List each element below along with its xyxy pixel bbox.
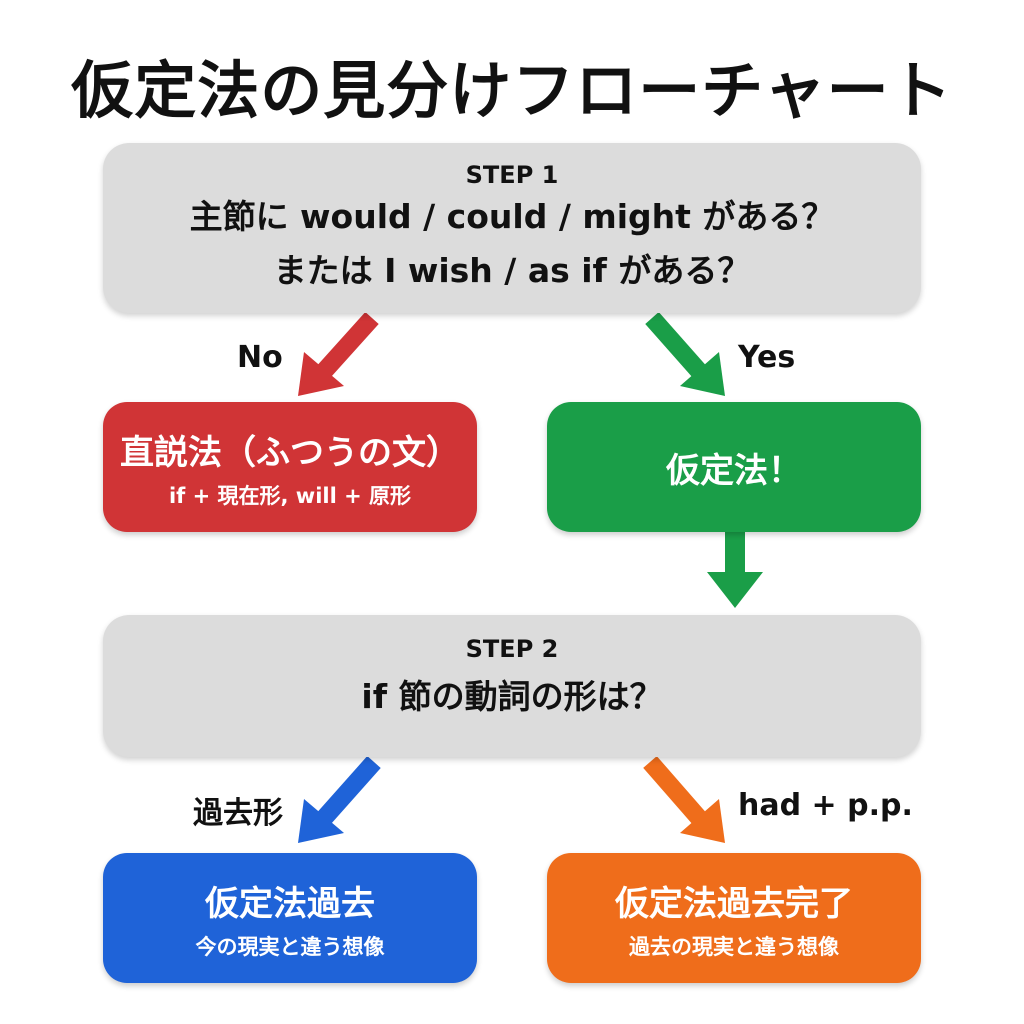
subjunctive-title: 仮定法！	[666, 450, 802, 491]
past-perfect-subjunctive-subtitle: 過去の現実と違う想像	[629, 934, 839, 959]
step2-question: if 節の動詞の形は？	[361, 677, 663, 716]
arrow-down	[707, 532, 763, 608]
indicative-box: 直説法（ふつうの文） if + 現在形, will + 原形	[103, 402, 477, 532]
past-perfect-subjunctive-box: 仮定法過去完了 過去の現実と違う想像	[547, 853, 921, 983]
arrow-yes	[645, 312, 725, 396]
branch-label-past: 過去形	[193, 796, 283, 831]
past-perfect-subjunctive-title: 仮定法過去完了	[615, 883, 853, 924]
branch-label-no: No	[237, 340, 283, 375]
past-subjunctive-box: 仮定法過去 今の現実と違う想像	[103, 853, 477, 983]
arrow-had-pp	[643, 756, 725, 843]
step1-question-line1: 主節に would / could / might がある？	[189, 197, 835, 236]
step1-question-line2: または I wish / as if がある？	[273, 251, 751, 290]
arrow-no	[298, 311, 379, 396]
past-subjunctive-title: 仮定法過去	[205, 883, 375, 924]
step2-box: STEP 2 if 節の動詞の形は？	[103, 615, 921, 757]
past-subjunctive-subtitle: 今の現実と違う想像	[195, 934, 385, 959]
indicative-subtitle: if + 現在形, will + 原形	[168, 483, 412, 508]
step2-label: STEP 2	[465, 635, 559, 663]
step1-label: STEP 1	[465, 161, 559, 189]
page-title: 仮定法の見分けフローチャート	[71, 54, 953, 127]
branch-label-had-pp: had + p.p.	[738, 788, 913, 823]
subjunctive-box: 仮定法！	[547, 402, 921, 532]
indicative-title: 直説法（ふつうの文）	[120, 432, 460, 473]
branch-label-yes: Yes	[738, 340, 796, 375]
step1-box: STEP 1 主節に would / could / might がある？ また…	[103, 143, 921, 313]
arrow-past	[298, 756, 381, 843]
